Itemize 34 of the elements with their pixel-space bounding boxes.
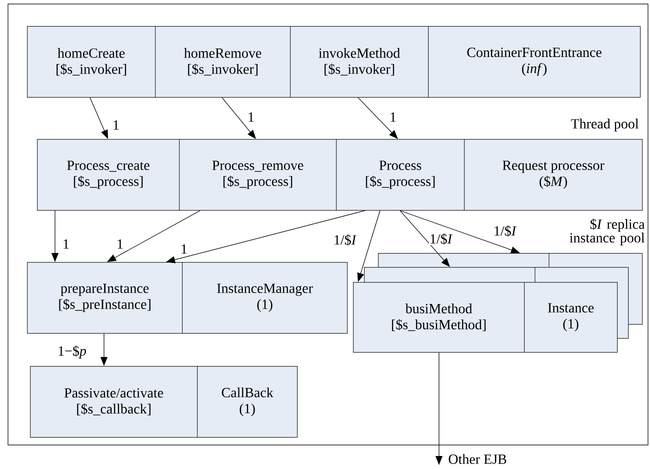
arrow xyxy=(400,210,450,267)
process-box: homeRemove [$s_invoker] xyxy=(155,26,291,98)
process-box: Process_create [$s_process] xyxy=(37,139,180,211)
process-box: busiMethod [$s_busiMethod] xyxy=(353,282,525,353)
edge-label: 1 xyxy=(247,112,255,122)
pool-label: $I replica instance pool xyxy=(570,218,645,246)
pool-label: Thread pool xyxy=(571,118,639,132)
arrow xyxy=(222,97,256,139)
process-box: InstanceManager (1) xyxy=(182,262,348,334)
output-label: Other EJB xyxy=(448,454,506,464)
edge-label: 1 xyxy=(389,112,397,122)
process-box: Request processor ($M) xyxy=(464,139,643,211)
process-box: CallBack (1) xyxy=(197,366,298,438)
process-box: Process [$s_process] xyxy=(336,139,465,211)
edge-label: 1 xyxy=(116,238,124,250)
arrow xyxy=(357,210,380,282)
edge-label: 1/$I xyxy=(428,232,454,246)
process-box: prepareInstance [$s_preInstance] xyxy=(27,262,183,334)
edge-label: 1 xyxy=(62,238,70,250)
arrow xyxy=(400,210,520,254)
edge-label: 1/$I xyxy=(492,224,518,238)
process-box: Passivate/activate [$s_callback] xyxy=(30,366,198,438)
process-box: ContainerFrontEntrance (inf) xyxy=(428,26,641,98)
process-box: homeCreate [$s_invoker] xyxy=(27,26,156,98)
edge-label: 1 xyxy=(180,244,188,254)
edge-label: 1/$I xyxy=(332,234,358,246)
edge-label: 1 xyxy=(112,120,120,130)
process-box: Instance (1) xyxy=(524,282,618,353)
process-box: Process_remove [$s_process] xyxy=(179,139,337,211)
process-box: invokeMethod [$s_invoker] xyxy=(290,26,429,98)
arrow xyxy=(90,97,108,139)
arrow xyxy=(358,97,398,139)
arrow xyxy=(107,210,200,262)
edge-label: 1−$p xyxy=(57,344,87,360)
